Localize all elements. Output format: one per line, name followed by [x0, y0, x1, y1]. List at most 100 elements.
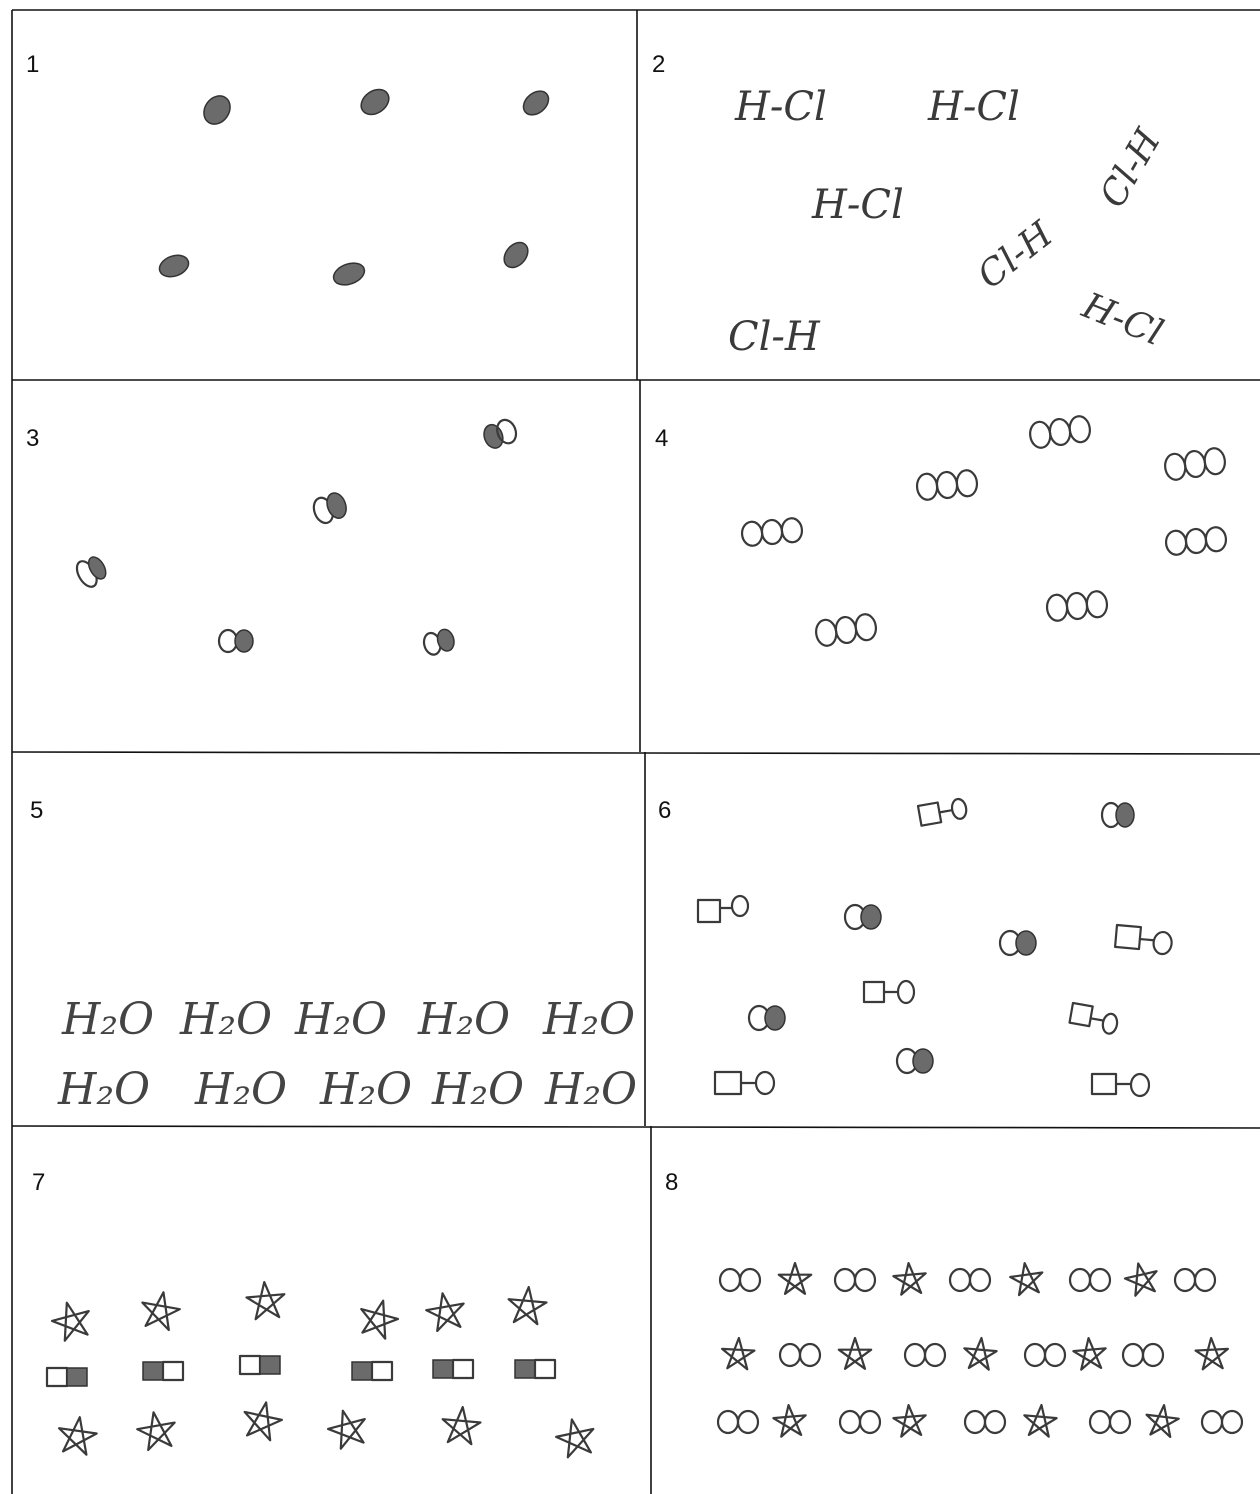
double-circle-molecule — [1123, 1344, 1163, 1366]
panel-1-label: 1 — [26, 51, 39, 78]
h2o-molecule: H₂O — [61, 994, 154, 1045]
double-circle-molecule — [1175, 1269, 1215, 1291]
panel-7-particles — [47, 1280, 598, 1458]
square-pair-molecule — [433, 1360, 473, 1378]
panel-1-atoms — [156, 84, 553, 288]
square-circle-molecule — [918, 798, 968, 826]
panel-7-label: 7 — [32, 1169, 45, 1196]
star-atom — [772, 1404, 807, 1438]
h2o-molecule: H₂O — [294, 994, 387, 1045]
star-atom — [779, 1263, 811, 1294]
double-circle-molecule — [1090, 1411, 1130, 1433]
diatomic-molecule — [845, 905, 881, 929]
square-pair-molecule — [515, 1360, 555, 1378]
star-atom — [1009, 1261, 1045, 1296]
panel-3-molecules — [73, 417, 519, 656]
diatomic-molecule — [749, 1006, 785, 1030]
square-pair-molecule — [240, 1356, 280, 1374]
panel-6-molecules — [698, 798, 1173, 1096]
star-atom — [892, 1262, 927, 1296]
diatomic-molecule — [1000, 931, 1036, 955]
double-circle-molecule — [1070, 1269, 1110, 1291]
double-circle-molecule — [905, 1344, 945, 1366]
panel-8-label: 8 — [665, 1169, 678, 1196]
h2o-molecule: H₂O — [179, 994, 272, 1045]
star-atom — [1072, 1337, 1107, 1371]
triatomic-molecule — [1046, 590, 1108, 621]
star-atom — [1195, 1337, 1229, 1369]
double-circle-molecule — [965, 1411, 1005, 1433]
diatomic-molecule — [422, 627, 457, 656]
star-atom — [507, 1285, 548, 1324]
hcl-molecule: H-Cl — [927, 84, 1020, 130]
star-atom — [56, 1415, 99, 1456]
double-circle-molecule — [950, 1269, 990, 1291]
square-circle-molecule — [1115, 925, 1173, 955]
atom — [499, 238, 532, 272]
star-atom — [963, 1337, 998, 1371]
panel-4-label: 4 — [655, 425, 668, 452]
atom — [331, 259, 368, 289]
triatomic-molecule — [1163, 447, 1226, 481]
h2o-molecule: H₂O — [417, 994, 510, 1045]
star-atom — [424, 1290, 468, 1332]
panel-2-label: 2 — [652, 51, 665, 78]
square-circle-molecule — [698, 896, 748, 922]
diatomic-molecule — [219, 630, 253, 652]
atom — [519, 86, 553, 119]
double-circle-molecule — [1025, 1344, 1065, 1366]
double-circle-molecule — [780, 1344, 820, 1366]
double-circle-molecule — [835, 1269, 875, 1291]
star-atom — [721, 1337, 755, 1369]
h2o-molecule: H₂O — [542, 994, 635, 1045]
triatomic-molecule — [741, 517, 803, 546]
atom — [156, 251, 191, 280]
double-circle-molecule — [1202, 1411, 1242, 1433]
square-pair-molecule — [352, 1362, 392, 1380]
panel-6-label: 6 — [658, 797, 671, 824]
star-atom — [240, 1398, 285, 1441]
diatomic-molecule — [311, 490, 350, 525]
triatomic-molecule — [1028, 415, 1091, 449]
hcl-molecule: Cl-H — [728, 314, 821, 360]
square-circle-molecule — [1092, 1074, 1149, 1096]
star-atom — [245, 1280, 286, 1319]
panel-4-molecules — [741, 415, 1227, 647]
star-atom — [48, 1298, 94, 1343]
star-atom — [1023, 1404, 1058, 1438]
star-atom — [1122, 1260, 1160, 1297]
hcl-molecule: H-Cl — [811, 182, 904, 228]
diatomic-molecule — [1102, 803, 1134, 827]
square-circle-molecule — [864, 981, 914, 1003]
panel-5-label: 5 — [30, 797, 43, 824]
square-circle-molecule — [715, 1072, 774, 1094]
star-atom — [355, 1296, 401, 1341]
h2o-molecule: H₂O — [319, 1064, 412, 1115]
double-circle-molecule — [720, 1269, 760, 1291]
star-atom — [553, 1415, 598, 1458]
panel-3-label: 3 — [26, 425, 39, 452]
h2o-molecule: H₂O — [194, 1064, 287, 1115]
diatomic-molecule — [73, 552, 110, 590]
diatomic-molecule — [481, 417, 519, 450]
double-circle-molecule — [718, 1411, 758, 1433]
star-atom — [441, 1405, 482, 1444]
panel-2-molecules: H-Cl H-Cl H-Cl Cl-H Cl-H H-Cl Cl-H — [728, 84, 1169, 360]
h2o-molecule: H₂O — [57, 1064, 150, 1115]
h2o-molecule: H₂O — [544, 1064, 637, 1115]
star-atom — [324, 1406, 370, 1451]
hcl-molecule: Cl-H — [970, 214, 1061, 298]
panel-8-particles — [718, 1260, 1242, 1438]
triatomic-molecule — [916, 469, 978, 500]
star-atom — [1144, 1403, 1180, 1438]
square-circle-molecule — [1069, 1003, 1119, 1035]
star-atom — [839, 1338, 871, 1369]
hcl-molecule: H-Cl — [1076, 285, 1169, 354]
triatomic-molecule — [1165, 526, 1227, 555]
double-circle-molecule — [840, 1411, 880, 1433]
atom — [199, 91, 236, 129]
square-pair-molecule — [47, 1368, 87, 1386]
diatomic-molecule — [897, 1049, 933, 1073]
panel-5-molecules: H₂O H₂O H₂O H₂O H₂O H₂O H₂O H₂O H₂O H₂O — [57, 994, 637, 1115]
